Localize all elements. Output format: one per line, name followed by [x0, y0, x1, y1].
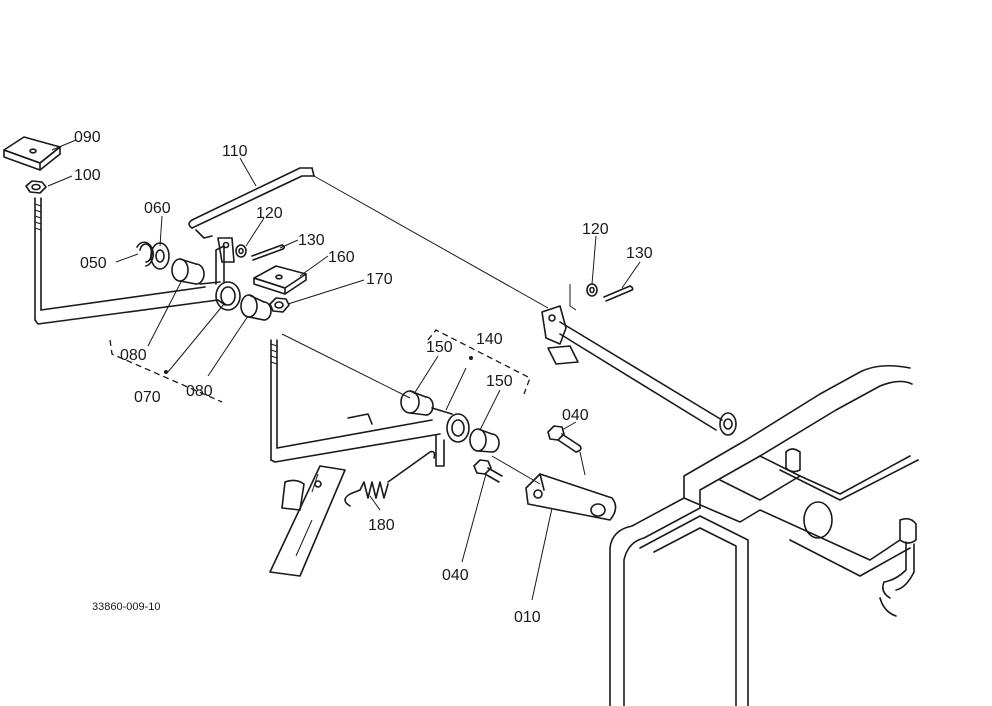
callout-040-lower: 040	[442, 567, 469, 584]
callout-130-right: 130	[626, 245, 653, 262]
drawing-code: 33860-009-10	[92, 601, 161, 613]
brake-lever-assembly	[269, 465, 346, 577]
guide-line-rod	[313, 175, 549, 309]
washer-120-right	[586, 283, 598, 297]
callout-140: 140	[476, 331, 503, 348]
callout-120-upper: 120	[256, 205, 283, 222]
pedal-pad-160	[253, 265, 307, 295]
bushing-080-upper	[171, 258, 205, 285]
callout-040-upper: 040	[562, 407, 589, 424]
nut-100	[25, 180, 47, 194]
callout-070: 070	[134, 389, 161, 406]
cross-shaft	[541, 284, 737, 436]
callout-060: 060	[144, 200, 171, 217]
reference-dot-140	[469, 356, 473, 360]
leader-lines	[47, 139, 641, 601]
bracket-010	[525, 473, 617, 521]
callout-110: 110	[222, 143, 248, 160]
callout-150-left: 150	[426, 339, 453, 356]
circlip-050	[136, 241, 154, 267]
callout-100: 100	[74, 167, 101, 184]
pedal-pad-090	[3, 136, 61, 171]
callout-050: 050	[80, 255, 107, 272]
callout-090: 090	[74, 129, 101, 146]
bushing-080-lower	[240, 294, 272, 321]
bolt-040-upper	[547, 425, 582, 453]
spring-180	[344, 450, 436, 507]
guide-line-bracket	[491, 455, 541, 485]
reference-dot-070	[164, 370, 168, 374]
callout-180: 180	[368, 517, 395, 534]
callout-120-right: 120	[582, 221, 609, 238]
group-bracket-140	[427, 329, 531, 395]
tractor-frame	[609, 364, 919, 706]
nut-170	[269, 297, 290, 313]
bolt-040-lower	[473, 459, 503, 483]
callout-080-left: 080	[120, 347, 147, 364]
guide-line-bolt-upper	[579, 451, 586, 476]
linkage-bracket-upper	[217, 237, 235, 263]
cotter-pin-130-upper	[251, 244, 286, 261]
pedal-arm-right	[270, 339, 441, 463]
group-bracket-070	[109, 339, 223, 403]
washer-120-upper	[235, 244, 247, 258]
cotter-pin-130-right	[603, 285, 634, 302]
pedal-arm-left	[34, 197, 226, 325]
guide-line-lower	[281, 333, 411, 399]
rod-110	[188, 167, 315, 239]
bushing-150-left	[400, 390, 434, 416]
arm-boss-right	[431, 407, 470, 467]
arm-boss-left	[199, 245, 241, 311]
callout-160: 160	[328, 249, 355, 266]
callout-150-right: 150	[486, 373, 513, 390]
bushing-150-right	[469, 428, 500, 453]
callout-010: 010	[514, 609, 541, 626]
callout-170: 170	[366, 271, 393, 288]
callout-labels: 090 100 110 060 050 120 130 160 170 080 …	[74, 129, 653, 626]
callout-130-upper: 130	[298, 232, 325, 249]
callout-080-right: 080	[186, 383, 213, 400]
